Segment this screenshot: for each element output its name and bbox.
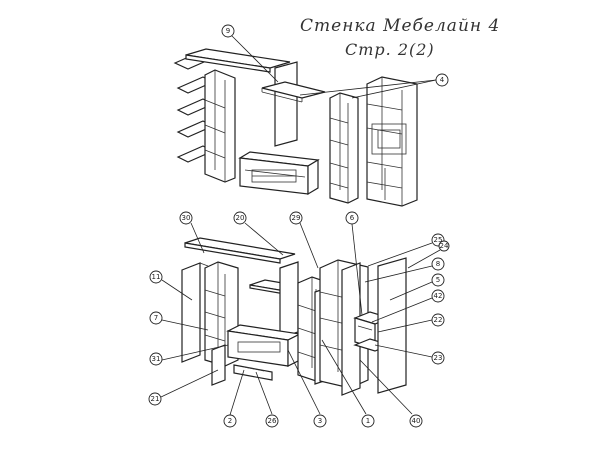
svg-text:22: 22 — [434, 316, 443, 324]
bottom-cabinet-side-panel — [341, 262, 361, 396]
drawing-title: Стенка Мебелайн 4 — [300, 16, 501, 36]
svg-text:8: 8 — [436, 260, 440, 268]
svg-text:40: 40 — [412, 417, 421, 425]
callout-11: 11 — [149, 270, 193, 301]
svg-text:29: 29 — [292, 214, 301, 222]
callout-21: 21 — [148, 369, 219, 406]
callout-2: 2 — [223, 369, 245, 428]
bottom-left-door — [181, 262, 209, 363]
top-left-shelf-unit — [173, 51, 236, 183]
svg-text:3: 3 — [318, 417, 322, 425]
top-center-panel — [261, 61, 326, 147]
top-long-shelf — [185, 48, 291, 73]
callout-1: 1 — [321, 339, 375, 428]
callout-7: 7 — [149, 311, 209, 331]
svg-text:23: 23 — [434, 354, 443, 362]
callout-40: 40 — [359, 359, 423, 428]
svg-text:21: 21 — [151, 395, 160, 403]
svg-text:5: 5 — [436, 276, 440, 284]
callout-6: 6 — [345, 211, 363, 316]
svg-text:11: 11 — [152, 273, 161, 281]
callout-26: 26 — [255, 371, 279, 428]
svg-text:1: 1 — [366, 417, 370, 425]
callout-8: 8 — [364, 257, 445, 283]
svg-text:24: 24 — [440, 242, 449, 250]
callout-5: 5 — [389, 273, 445, 301]
svg-text:25: 25 — [434, 236, 443, 244]
callout-3: 3 — [287, 349, 327, 428]
callout-29: 29 — [289, 211, 319, 269]
svg-text:31: 31 — [152, 355, 161, 363]
callout-23: 23 — [374, 344, 445, 365]
callout-30: 30 — [179, 211, 205, 254]
svg-text:42: 42 — [434, 292, 443, 300]
top-narrow-bookcase — [329, 92, 359, 204]
bottom-right-door — [377, 257, 407, 394]
bottom-center-panel — [249, 261, 301, 339]
callout-20: 20 — [233, 211, 284, 256]
callout-9: 9 — [221, 24, 279, 83]
top-tall-cabinet — [366, 76, 418, 207]
bottom-tv-stand — [226, 324, 302, 381]
svg-text:2: 2 — [228, 417, 232, 425]
callout-24: 24 — [407, 240, 450, 269]
svg-text:9: 9 — [226, 27, 230, 35]
svg-text:26: 26 — [268, 417, 277, 425]
callout-22: 22 — [377, 313, 445, 333]
svg-text:20: 20 — [236, 214, 245, 222]
bottom-left-lower-panel — [211, 344, 226, 386]
svg-text:7: 7 — [154, 314, 158, 322]
svg-text:4: 4 — [440, 76, 445, 84]
svg-text:6: 6 — [350, 214, 355, 222]
bottom-long-shelf — [184, 237, 296, 264]
page-number: Стр. 2(2) — [345, 40, 435, 59]
callout-4: 4 — [299, 73, 449, 99]
callout-31: 31 — [149, 344, 229, 366]
callout-42: 42 — [371, 289, 445, 323]
svg-text:30: 30 — [182, 214, 191, 222]
top-tv-stand — [238, 151, 320, 196]
